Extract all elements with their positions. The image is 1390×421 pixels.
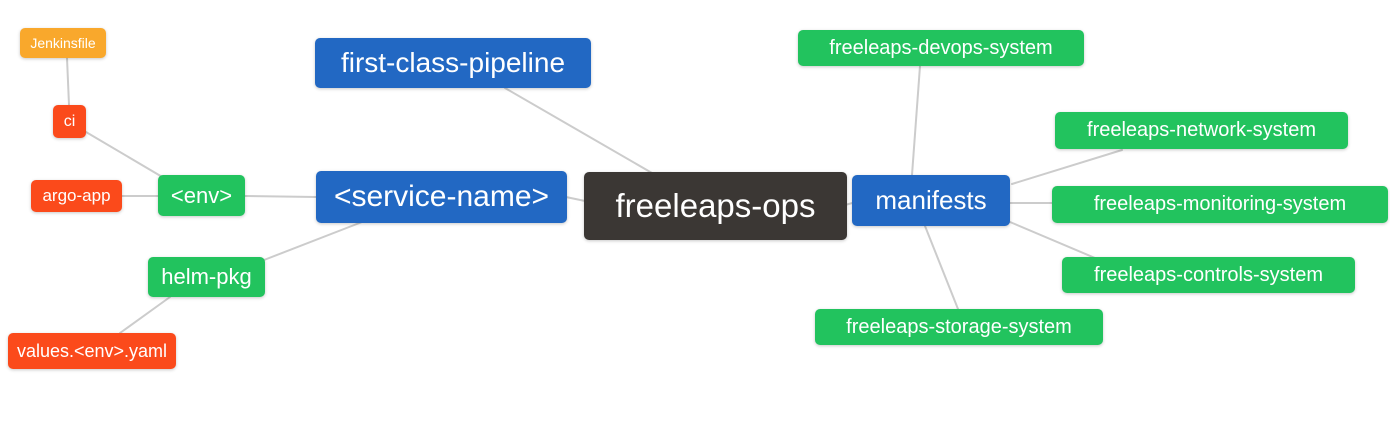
node-controls-system[interactable]: freeleaps-controls-system — [1062, 257, 1355, 293]
edge-fcp-freeleaps-ops — [504, 87, 653, 174]
edge-service-name-helm-pkg — [263, 221, 363, 261]
node-monitoring-system[interactable]: freeleaps-monitoring-system — [1052, 186, 1388, 223]
node-ci[interactable]: ci — [53, 105, 86, 138]
node-helm-pkg[interactable]: helm-pkg — [148, 257, 265, 297]
node-manifests[interactable]: manifests — [852, 175, 1010, 226]
node-freeleaps-ops[interactable]: freeleaps-ops — [584, 172, 847, 240]
node-network-system[interactable]: freeleaps-network-system — [1055, 112, 1348, 149]
edge-manifests-controls — [1009, 221, 1096, 259]
node-first-class-pipeline[interactable]: first-class-pipeline — [315, 38, 591, 88]
node-argo-app[interactable]: argo-app — [31, 180, 122, 212]
edge-helm-pkg-values — [119, 296, 171, 334]
node-service-name[interactable]: <service-name> — [316, 171, 567, 223]
node-storage-system[interactable]: freeleaps-storage-system — [815, 309, 1103, 345]
edge-ci-env — [85, 131, 165, 179]
edge-manifests-network — [1011, 149, 1123, 185]
node-jenkinsfile[interactable]: Jenkinsfile — [20, 28, 106, 58]
node-devops-system[interactable]: freeleaps-devops-system — [798, 30, 1084, 66]
edge-env-service-name — [244, 195, 317, 198]
edge-jenkinsfile-ci — [66, 57, 70, 106]
edge-service-name-ops — [565, 196, 586, 202]
node-values-env-yaml[interactable]: values.<env>.yaml — [8, 333, 176, 369]
edge-manifests-storage — [924, 225, 959, 310]
edge-manifests-devops — [911, 65, 921, 176]
node-env[interactable]: <env> — [158, 175, 245, 216]
